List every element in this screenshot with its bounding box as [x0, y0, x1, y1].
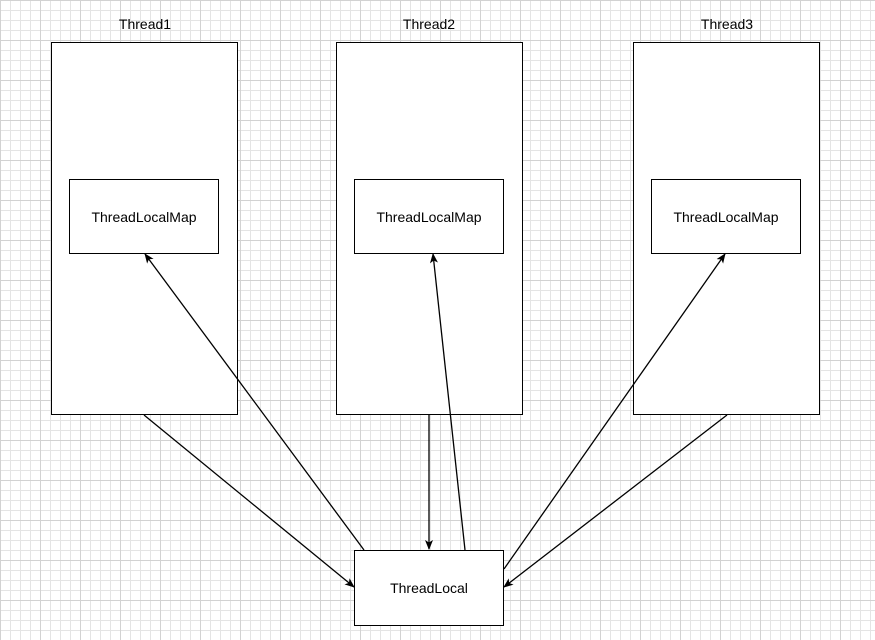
thread1-threadlocalmap-box[interactable]: ThreadLocalMap: [69, 179, 219, 254]
thread3-threadlocalmap-box[interactable]: ThreadLocalMap: [651, 179, 801, 254]
thread3-title: Thread3: [700, 16, 754, 32]
arrow-thread1-to-threadlocal: [143, 414, 355, 588]
thread1-title: Thread1: [118, 16, 172, 32]
threadlocal-label: ThreadLocal: [390, 580, 468, 596]
thread2-title: Thread2: [402, 16, 456, 32]
thread2-threadlocalmap-label: ThreadLocalMap: [376, 208, 482, 225]
threadlocal-box[interactable]: ThreadLocal: [354, 550, 504, 626]
arrow-thread3-to-threadlocal: [503, 414, 728, 588]
thread1-threadlocalmap-label: ThreadLocalMap: [91, 208, 197, 225]
thread2-threadlocalmap-box[interactable]: ThreadLocalMap: [354, 179, 504, 254]
thread3-threadlocalmap-label: ThreadLocalMap: [673, 208, 779, 225]
